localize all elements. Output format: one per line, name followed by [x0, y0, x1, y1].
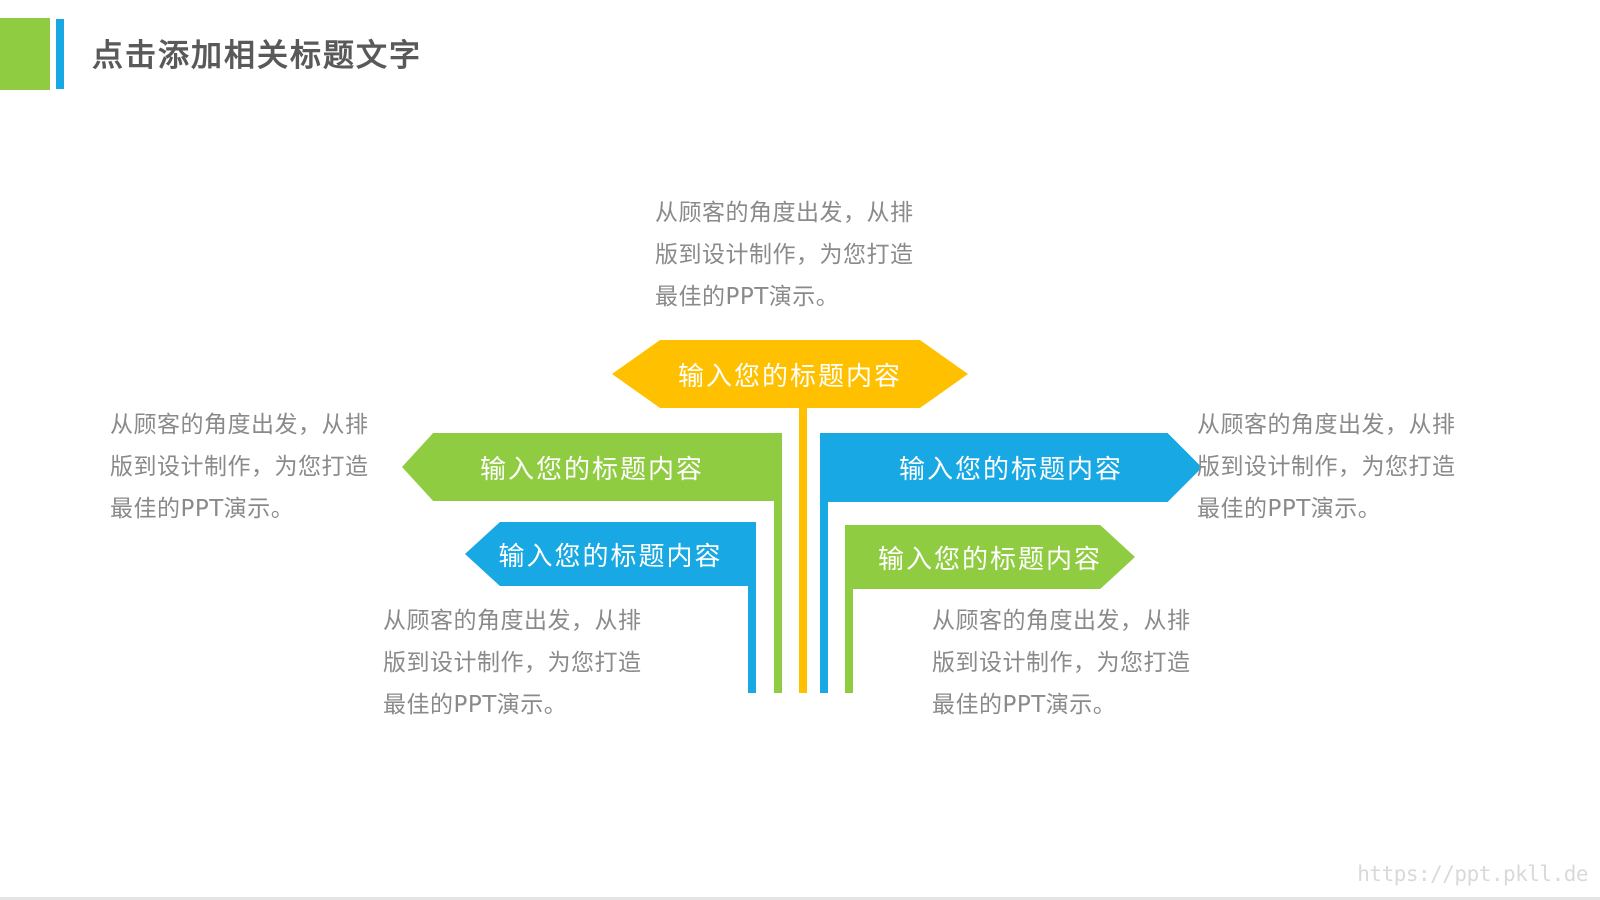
desc-line: 版到设计制作，为您打造 — [383, 650, 642, 676]
desc-line: 从顾客的角度出发，从排 — [655, 200, 914, 226]
desc-line: 最佳的PPT演示。 — [1197, 496, 1382, 522]
desc-line: 版到设计制作，为您打造 — [655, 242, 914, 268]
connector-line-blue-right — [820, 501, 828, 693]
desc-line: 版到设计制作，为您打造 — [932, 650, 1191, 676]
desc-line: 版到设计制作，为您打造 — [1197, 454, 1456, 480]
description-right: 从顾客的角度出发，从排 版到设计制作，为您打造 最佳的PPT演示。 — [1197, 404, 1456, 530]
description-top-center: 从顾客的角度出发，从排 版到设计制作，为您打造 最佳的PPT演示。 — [655, 192, 914, 318]
connector-line-blue-left — [748, 585, 756, 693]
desc-line: 版到设计制作，为您打造 — [110, 454, 369, 480]
connector-line-yellow — [799, 406, 807, 693]
banner-lower-left-blue[interactable]: 输入您的标题内容 — [465, 522, 756, 586]
desc-line: 从顾客的角度出发，从排 — [383, 608, 642, 634]
banner-top-yellow[interactable]: 输入您的标题内容 — [612, 340, 968, 408]
desc-line: 最佳的PPT演示。 — [932, 692, 1117, 718]
desc-line: 最佳的PPT演示。 — [383, 692, 568, 718]
banner-lower-left-label: 输入您的标题内容 — [498, 541, 723, 572]
title-accent-green-square — [0, 18, 50, 90]
description-left: 从顾客的角度出发，从排 版到设计制作，为您打造 最佳的PPT演示。 — [110, 404, 369, 530]
connector-line-green-right — [845, 588, 853, 693]
banner-middle-left-green[interactable]: 输入您的标题内容 — [402, 433, 782, 501]
desc-line: 最佳的PPT演示。 — [655, 284, 840, 310]
banner-top-label: 输入您的标题内容 — [677, 361, 902, 392]
description-bottom-left: 从顾客的角度出发，从排 版到设计制作，为您打造 最佳的PPT演示。 — [383, 600, 642, 726]
desc-line: 最佳的PPT演示。 — [110, 496, 295, 522]
banner-middle-left-label: 输入您的标题内容 — [479, 454, 704, 485]
slide-title-placeholder[interactable]: 点击添加相关标题文字 — [92, 38, 422, 74]
connector-line-green-left — [774, 500, 782, 693]
desc-line: 从顾客的角度出发，从排 — [110, 412, 369, 438]
banner-lower-right-label: 输入您的标题内容 — [877, 544, 1102, 575]
title-accent-blue-bar — [56, 19, 64, 89]
desc-line: 从顾客的角度出发，从排 — [1197, 412, 1456, 438]
watermark-url: https://ppt.pkll.de — [1357, 862, 1588, 886]
banner-middle-right-blue[interactable]: 输入您的标题内容 — [820, 433, 1202, 502]
desc-line: 从顾客的角度出发，从排 — [932, 608, 1191, 634]
banner-lower-right-green[interactable]: 输入您的标题内容 — [845, 525, 1135, 589]
description-bottom-right: 从顾客的角度出发，从排 版到设计制作，为您打造 最佳的PPT演示。 — [932, 600, 1191, 726]
banner-middle-right-label: 输入您的标题内容 — [898, 455, 1123, 485]
bottom-divider — [0, 897, 1600, 900]
